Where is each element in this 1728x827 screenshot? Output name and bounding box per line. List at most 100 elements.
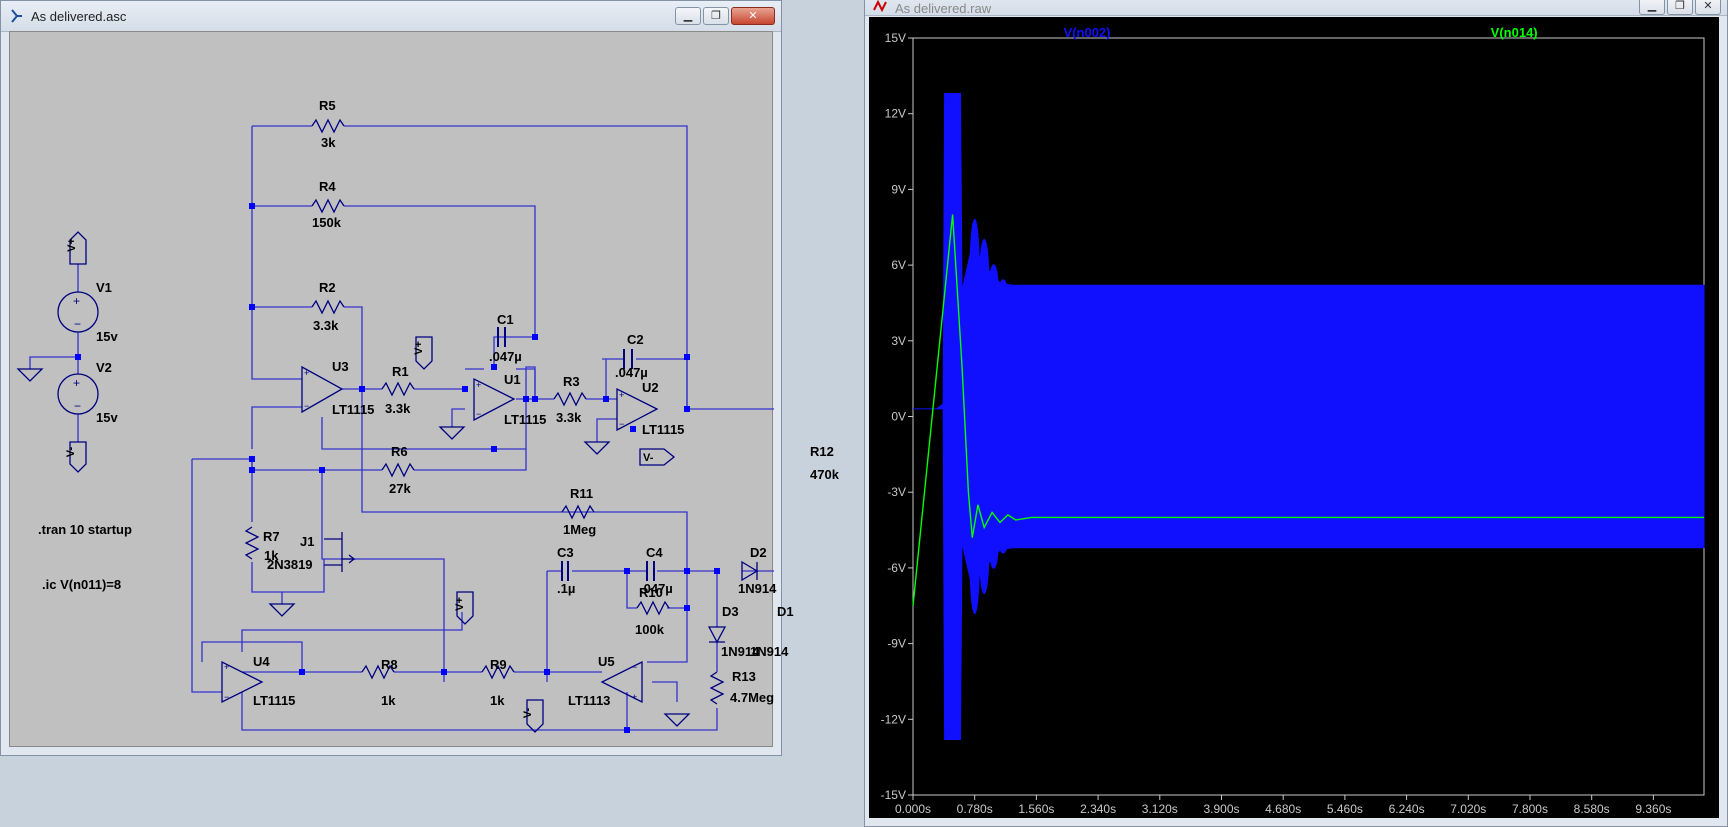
r4-value: 150k bbox=[312, 215, 341, 230]
x-tick-label: 5.460s bbox=[1327, 802, 1363, 816]
c3-name: C3 bbox=[557, 545, 574, 560]
x-tick-label: 0.780s bbox=[957, 802, 993, 816]
c4-value: .047µ bbox=[640, 581, 673, 596]
d1-value: 1N914 bbox=[750, 644, 789, 659]
r6-value: 27k bbox=[389, 481, 411, 496]
r10-name: R10 bbox=[639, 585, 663, 600]
r8-name: R8 bbox=[381, 657, 398, 672]
v1-value: 15v bbox=[96, 329, 118, 344]
vplus-flag-label: V+ bbox=[65, 238, 78, 252]
trace-name-n014: V(n014) bbox=[1491, 25, 1538, 40]
close-icon: ✕ bbox=[748, 9, 758, 22]
svg-text:+: + bbox=[73, 294, 80, 308]
trace-n002-ring-bottom bbox=[988, 521, 999, 569]
trace-n002-envelope bbox=[913, 93, 1705, 740]
y-tick-label: 6V bbox=[891, 258, 906, 272]
wave-restore-button[interactable]: ❐ bbox=[1667, 0, 1693, 15]
minimize-icon: ▁ bbox=[1647, 0, 1657, 12]
waveform-titlebar[interactable]: As delivered.raw ▁ ❐ ✕ bbox=[865, 0, 1727, 16]
diode-symbols bbox=[707, 560, 759, 644]
schematic-window-title: As delivered.asc bbox=[31, 9, 127, 24]
c3-value: .1µ bbox=[557, 581, 576, 596]
r9-name: R9 bbox=[490, 657, 507, 672]
trace-n014-line bbox=[912, 214, 1704, 606]
svg-text:−: − bbox=[476, 409, 481, 419]
trace-n002-ring-bottom bbox=[979, 521, 990, 595]
svg-text:−: − bbox=[619, 419, 624, 429]
close-icon: ✕ bbox=[1703, 0, 1713, 12]
vminus-flag-label: V- bbox=[65, 446, 78, 458]
restore-button[interactable]: ❐ bbox=[703, 7, 729, 25]
r1-name: R1 bbox=[392, 364, 409, 379]
svg-text:−: − bbox=[632, 662, 637, 672]
restore-icon: ❐ bbox=[711, 9, 721, 22]
x-tick-label: 6.240s bbox=[1389, 802, 1425, 816]
r13-name: R13 bbox=[732, 669, 756, 684]
voltage-sources bbox=[57, 291, 99, 415]
r11-name: R11 bbox=[570, 486, 594, 501]
close-button[interactable]: ✕ bbox=[731, 7, 775, 25]
jfet-symbol bbox=[324, 532, 356, 572]
r10-value: 100k bbox=[635, 622, 664, 637]
u5-value: LT1113 bbox=[568, 693, 611, 708]
trace-name-n002: V(n002) bbox=[1064, 25, 1111, 40]
r3-value: 3.3k bbox=[556, 410, 582, 425]
wave-minimize-button[interactable]: ▁ bbox=[1639, 0, 1665, 15]
r2-name: R2 bbox=[319, 280, 336, 295]
tran-directive[interactable]: .tran 10 startup bbox=[38, 522, 132, 537]
schematic-window: As delivered.asc ▁ ❐ ✕ bbox=[0, 0, 794, 756]
minimize-button[interactable]: ▁ bbox=[675, 7, 701, 25]
svg-text:+: + bbox=[476, 380, 481, 390]
trace-n002-ring-top bbox=[988, 264, 999, 312]
trace-n002-ring-bottom bbox=[969, 521, 980, 615]
svg-text:+: + bbox=[73, 376, 80, 390]
y-tick-label: 9V bbox=[891, 182, 906, 196]
schematic-titlebar[interactable]: As delivered.asc ▁ ❐ ✕ bbox=[1, 1, 781, 32]
y-tick-label: -6V bbox=[887, 561, 906, 575]
x-tick-label: 7.020s bbox=[1450, 802, 1486, 816]
r12-value: 470k bbox=[810, 467, 839, 482]
y-tick-label: 0V bbox=[891, 410, 906, 424]
schematic-wires bbox=[29, 125, 774, 731]
y-tick-label: -15V bbox=[881, 788, 906, 802]
svg-text:+: + bbox=[619, 390, 624, 400]
r4-name: R4 bbox=[319, 179, 336, 194]
x-tick-label: 2.340s bbox=[1080, 802, 1116, 816]
v2-value: 15v bbox=[96, 410, 118, 425]
y-tick-label: 3V bbox=[891, 334, 906, 348]
r2-value: 3.3k bbox=[313, 318, 339, 333]
minimize-icon: ▁ bbox=[683, 9, 693, 22]
x-tick-label: 0.000s bbox=[895, 802, 931, 816]
r3-name: R3 bbox=[563, 374, 580, 389]
u3-value: LT1115 bbox=[332, 402, 375, 417]
u2-value: LT1115 bbox=[642, 422, 685, 437]
trace-n002-ring-bottom bbox=[998, 521, 1009, 554]
y-tick-label: 12V bbox=[885, 107, 906, 121]
ltspice-schematic-icon bbox=[11, 9, 22, 23]
r6-name: R6 bbox=[391, 444, 408, 459]
opamp-symbols bbox=[221, 365, 659, 704]
c1-value: .047µ bbox=[489, 349, 522, 364]
waveform-icon bbox=[873, 0, 887, 13]
svg-text:−: − bbox=[224, 692, 229, 702]
vplus-flag-label-u1: V+ bbox=[412, 341, 425, 355]
r7-value: 1k bbox=[264, 548, 279, 563]
wave-close-button[interactable]: ✕ bbox=[1695, 0, 1721, 15]
ic-directive[interactable]: .ic V(n011)=8 bbox=[42, 577, 122, 592]
j1-name: J1 bbox=[300, 534, 315, 549]
r5-value: 3k bbox=[321, 135, 336, 150]
svg-text:+: + bbox=[304, 368, 309, 378]
svg-text:−: − bbox=[74, 317, 81, 331]
u4-name: U4 bbox=[253, 654, 270, 669]
v1-name: V1 bbox=[96, 280, 112, 295]
c4-name: C4 bbox=[646, 545, 663, 560]
svg-text:+: + bbox=[224, 662, 229, 672]
schematic-canvas[interactable]: + − + − + − + − − + bbox=[9, 31, 794, 747]
r12-label-group: R12 470k bbox=[810, 444, 839, 482]
trace-n002-ring-top bbox=[969, 218, 980, 312]
junction-dots bbox=[75, 203, 720, 733]
d2-name: D2 bbox=[750, 545, 767, 560]
r12-name: R12 bbox=[810, 444, 834, 459]
